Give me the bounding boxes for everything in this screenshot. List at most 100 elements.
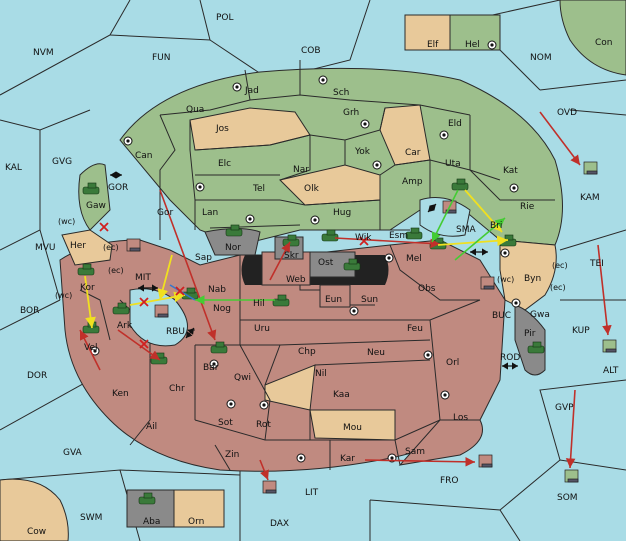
army-icon[interactable] <box>405 227 423 240</box>
label-hel: Hel <box>465 40 480 50</box>
double-arrow-icon <box>185 327 195 339</box>
label-fun: FUN <box>152 53 171 63</box>
province-sam[interactable] <box>398 419 483 466</box>
region-con[interactable] <box>559 0 626 76</box>
order-arrow <box>159 189 217 341</box>
supply-center-icon <box>318 75 328 85</box>
supply-center-icon <box>349 306 359 316</box>
label-ken: Ken <box>112 389 129 399</box>
order-arrow <box>259 459 269 481</box>
order-arrow <box>437 235 509 247</box>
province-eun[interactable] <box>319 284 351 308</box>
label-elc: Elc <box>218 159 231 169</box>
label-nil: Nil <box>315 369 327 379</box>
army-icon[interactable] <box>527 341 545 354</box>
order-arrow <box>79 329 101 371</box>
supply-center-icon <box>423 350 433 360</box>
label-kup: KUP <box>572 326 590 336</box>
orders <box>79 111 612 481</box>
label-sch: Sch <box>333 88 349 98</box>
supply-center-icon <box>296 453 306 463</box>
supply-center-icon <box>123 136 133 146</box>
label-ec-4: (ec) <box>550 283 566 292</box>
label-kal: KAL <box>5 163 22 173</box>
label-ec-2: (ec) <box>108 266 124 275</box>
army-icon[interactable] <box>138 492 156 505</box>
box-orn[interactable] <box>173 489 225 528</box>
order-arrow <box>129 291 186 306</box>
province-olk[interactable] <box>279 164 381 206</box>
fleet-icon[interactable] <box>478 454 493 468</box>
label-lit: LIT <box>305 488 319 498</box>
province-nor[interactable] <box>204 228 261 256</box>
label-vel: Vel <box>84 343 98 353</box>
province-her[interactable] <box>61 229 113 266</box>
label-rbu: RBU <box>166 327 185 337</box>
supply-center-icon <box>245 214 255 224</box>
region-cow[interactable] <box>0 478 69 541</box>
label-ail: Ail <box>146 422 157 432</box>
army-icon[interactable] <box>225 224 243 237</box>
fleet-icon[interactable] <box>564 469 579 483</box>
supply-center-icon <box>500 248 510 258</box>
supply-center-icon <box>511 298 521 308</box>
label-chr: Chr <box>169 384 185 394</box>
label-sam: Sam <box>405 447 425 457</box>
order-arrow <box>539 111 581 166</box>
province-gaw[interactable] <box>78 163 111 231</box>
army-icon[interactable] <box>272 294 290 307</box>
army-icon[interactable] <box>451 178 469 191</box>
dislodged-x-icon <box>99 222 369 349</box>
label-wc-2: (wc) <box>55 291 72 300</box>
double-arrow-icon <box>427 203 437 213</box>
labels: POL NVM FUN COB NOM Con OVD KAL GVG MVU … <box>5 13 619 537</box>
label-orn: Orn <box>188 517 204 527</box>
label-gvp: GVP <box>555 403 574 413</box>
label-eun: Eun <box>325 295 342 305</box>
order-arrow <box>84 275 96 329</box>
supply-center-icon <box>440 390 450 400</box>
label-nor: Nor <box>225 243 241 253</box>
fleet-icon[interactable] <box>480 276 495 290</box>
supply-center-icon <box>226 399 236 409</box>
army-icon[interactable] <box>343 258 361 271</box>
label-sun: Sun <box>361 295 378 305</box>
label-gwa: Gwa <box>530 310 550 320</box>
label-neu: Neu <box>367 348 385 358</box>
fleet-icon[interactable] <box>126 238 141 252</box>
label-wc-3: (wc) <box>497 275 514 284</box>
supply-center-icon <box>209 359 219 369</box>
label-zin: Zin <box>225 450 239 460</box>
label-ec-3: (ec) <box>552 261 568 270</box>
label-qwi: Qwi <box>234 373 251 383</box>
label-kaa: Kaa <box>333 390 350 400</box>
army-icon[interactable] <box>321 229 339 242</box>
army-icon[interactable] <box>82 182 100 195</box>
label-alt: ALT <box>603 366 619 376</box>
label-fro: FRO <box>440 476 459 486</box>
fleets <box>126 161 617 494</box>
label-gvg: GVG <box>52 157 72 167</box>
fleet-icon[interactable] <box>262 480 277 494</box>
label-byn: Byn <box>524 274 541 284</box>
label-bor: BOR <box>20 306 39 316</box>
army-icon[interactable] <box>77 263 95 276</box>
label-swm: SWM <box>80 513 102 523</box>
label-grh: Grh <box>343 108 359 118</box>
fleet-icon[interactable] <box>154 304 169 318</box>
label-sap: Sap <box>195 253 212 263</box>
army-icon[interactable] <box>112 302 130 315</box>
province-pir[interactable] <box>514 304 546 376</box>
fleet-icon[interactable] <box>602 339 617 353</box>
label-nvm: NVM <box>33 48 54 58</box>
order-arrow <box>431 189 459 243</box>
army-icon[interactable] <box>210 341 228 354</box>
label-cob: COB <box>301 46 321 56</box>
label-dax: DAX <box>270 519 289 529</box>
label-eld: Eld <box>448 119 462 129</box>
label-aba: Aba <box>143 517 160 527</box>
fleet-icon[interactable] <box>583 161 598 175</box>
label-mel: Mel <box>406 254 422 264</box>
label-mit: MIT <box>135 273 151 283</box>
